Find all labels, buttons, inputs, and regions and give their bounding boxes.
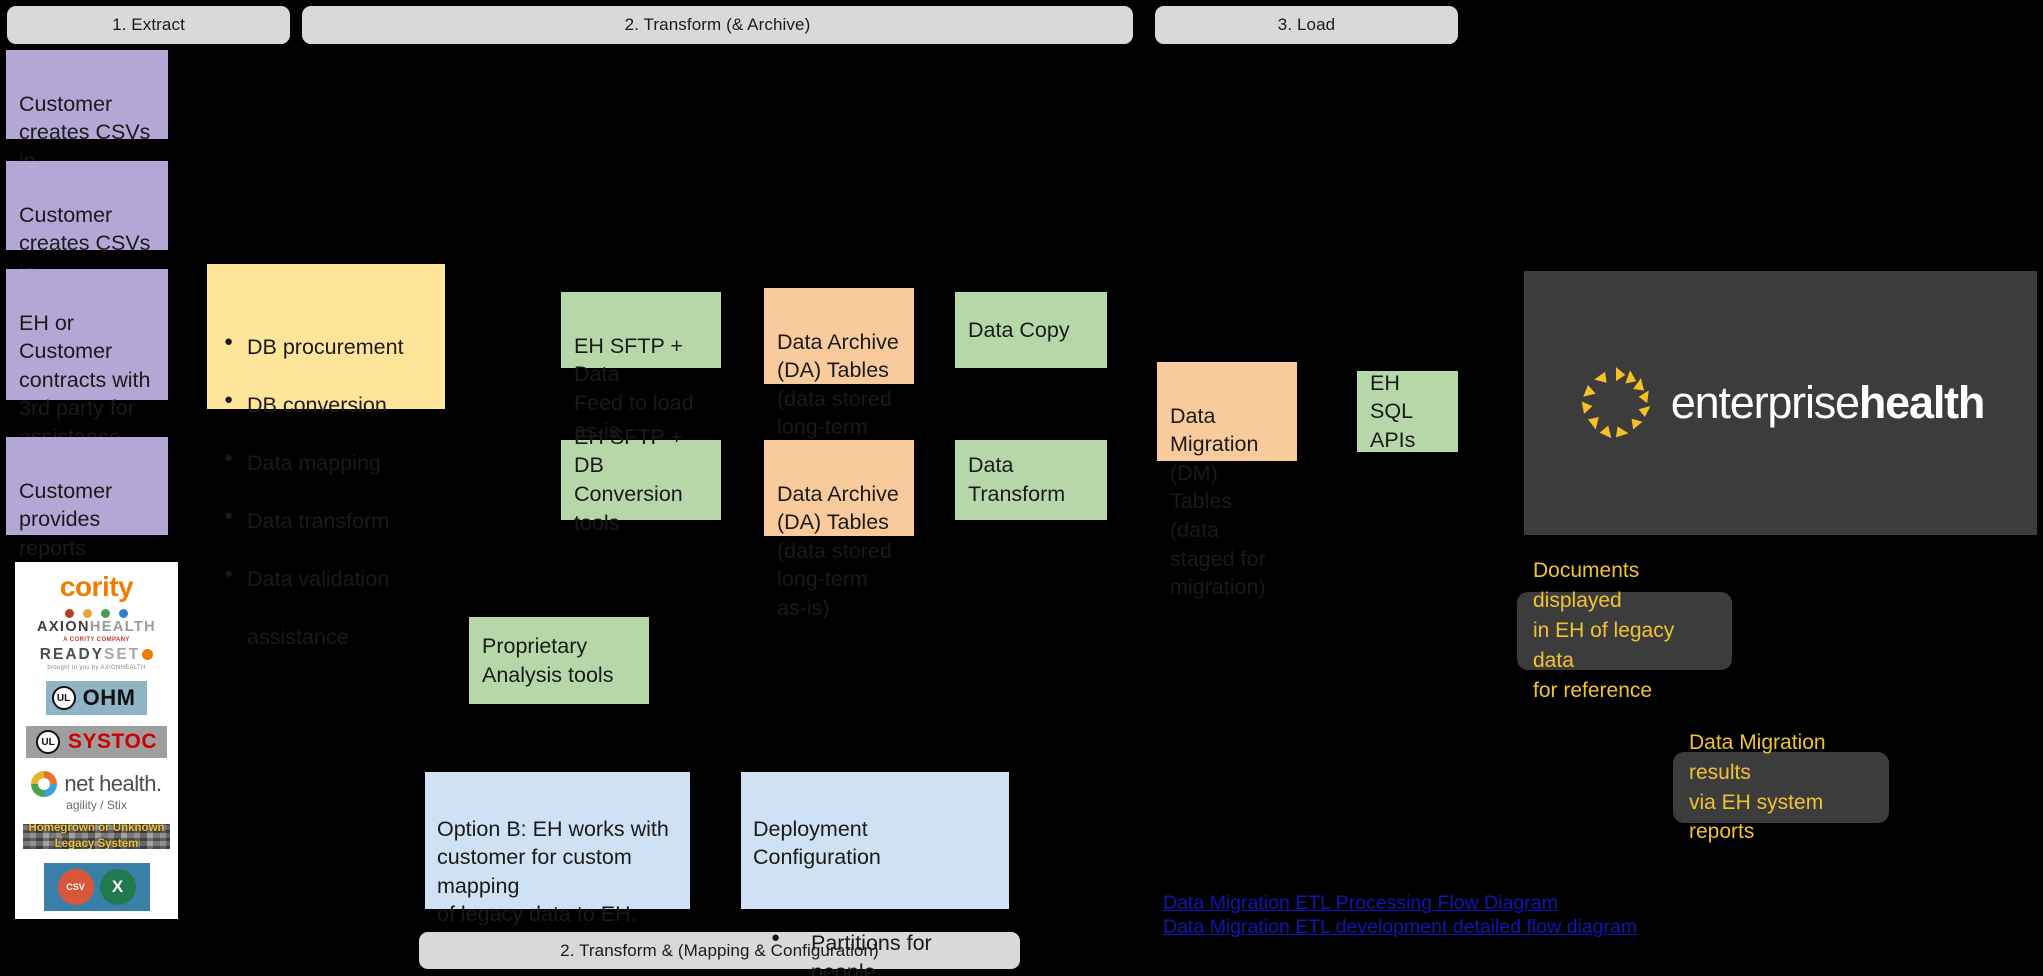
node-dm-tables-text: Data Migration (DM) Tables (data staged … bbox=[1170, 403, 1266, 600]
node-proprietary-analysis-tools-text: Proprietary Analysis tools bbox=[482, 633, 614, 687]
legacy-photo-caption: Homegrown or Unknown Legacy System bbox=[28, 824, 165, 849]
node-data-copy[interactable]: Data Copy bbox=[955, 292, 1107, 368]
node-legacy-backup[interactable]: Customer provides reports or backup of L… bbox=[6, 437, 168, 646]
deployment-list: Partitions for people Observations Healt… bbox=[753, 900, 997, 976]
card-documents-displayed-text: Documents displayed in EH of legacy data… bbox=[1533, 559, 1675, 702]
node-data-archive-2[interactable]: Data Archive (DA) Tables (data stored lo… bbox=[764, 440, 914, 620]
phase-bar-load-label: 3. Load bbox=[1277, 15, 1336, 34]
file-format-icons: CSV X bbox=[43, 863, 150, 911]
net-health-ring-icon bbox=[31, 771, 58, 797]
systoc-wordmark: SYSTOC bbox=[68, 730, 157, 753]
legacy-vendor-logo-collage: cority AXIONHEALTH A CORITY COMPANY READ… bbox=[15, 562, 178, 919]
node-eh-sql-apis[interactable]: EH SQL APIs bbox=[1357, 371, 1458, 452]
axion-dots-icon bbox=[65, 609, 128, 618]
node-sftp-data-feed[interactable]: EH SFTP + Data Feed to load as-is bbox=[561, 292, 721, 443]
readyset-bold: READY bbox=[39, 645, 105, 663]
enterprise-health-banner: enterprisehealth bbox=[1524, 271, 2037, 535]
node-deployment-configuration[interactable]: Deployment Configuration Partitions for … bbox=[741, 772, 1009, 976]
phase-bar-extract-label: 1. Extract bbox=[112, 15, 185, 34]
node-dm-tables[interactable]: Data Migration (DM) Tables (data staged … bbox=[1157, 362, 1297, 599]
excel-file-icon: X bbox=[99, 869, 136, 905]
etl-service-item: Data mapping bbox=[217, 448, 435, 478]
axion-bold: AXION bbox=[36, 619, 90, 635]
card-documents-displayed[interactable]: Documents displayed in EH of legacy data… bbox=[1517, 559, 1732, 702]
phase-bar-transform[interactable]: 2. Transform (& Archive) bbox=[302, 6, 1133, 44]
brand-word-light: enterprise bbox=[1670, 377, 1860, 428]
readyset-light: SET bbox=[104, 645, 141, 663]
node-data-transform[interactable]: Data Transform bbox=[955, 440, 1107, 520]
card-dm-results-text: Data Migration results via EH system rep… bbox=[1689, 730, 1826, 844]
axion-light: HEALTH bbox=[89, 619, 157, 635]
etl-service-item: DB conversion bbox=[217, 390, 435, 420]
ohm-wordmark: OHM bbox=[82, 685, 136, 710]
ul-certification-icon: UL bbox=[51, 686, 76, 710]
readyset-dot-icon bbox=[142, 648, 154, 660]
etl-service-item-continuation: assistance bbox=[247, 625, 349, 650]
vendor-ul-ohm: UL OHM bbox=[45, 681, 148, 715]
node-data-archive-1[interactable]: Data Archive (DA) Tables (data stored lo… bbox=[764, 288, 914, 468]
node-eh-sql-apis-text: EH SQL APIs bbox=[1370, 370, 1416, 452]
option-b-list: CVX codes Observations bbox=[437, 958, 678, 976]
node-sftp-db-conversion[interactable]: EH SFTP + DB Conversion tools bbox=[561, 425, 721, 535]
node-data-transform-text: Data Transform bbox=[968, 453, 1066, 506]
vendor-ul-systoc: UL SYSTOC bbox=[26, 726, 167, 758]
phase-bar-transform-label: 2. Transform (& Archive) bbox=[624, 15, 811, 34]
link-processing-flow-diagram[interactable]: Data Migration ETL Processing Flow Diagr… bbox=[1163, 892, 1558, 914]
etl-service-item: DB procurement bbox=[217, 332, 435, 362]
node-option-b[interactable]: Option B: EH works with customer for cus… bbox=[425, 772, 690, 926]
enterprise-health-wordmark: enterprisehealth bbox=[1670, 377, 1986, 429]
readyset-tagline: brought to you by AXIONHEALTH bbox=[47, 665, 146, 671]
node-csv-frontend[interactable]: Customer creates CSVs in EH (front-end) … bbox=[6, 50, 168, 230]
deployment-lead: Deployment Configuration bbox=[753, 816, 881, 870]
axion-tagline: A CORITY COMPANY bbox=[63, 636, 130, 643]
etl-service-item: Data transform bbox=[217, 506, 435, 536]
enterprise-health-sun-logo-icon bbox=[1577, 364, 1655, 442]
vendor-axion-health: AXIONHEALTH A CORITY COMPANY bbox=[19, 609, 174, 643]
node-proprietary-analysis-tools[interactable]: Proprietary Analysis tools bbox=[469, 617, 649, 704]
vendor-cority: cority bbox=[19, 568, 174, 605]
card-dm-results[interactable]: Data Migration results via EH system rep… bbox=[1673, 731, 1889, 843]
vendor-net-health: net health. agility / Stix bbox=[19, 762, 174, 812]
cority-wordmark: cority bbox=[59, 571, 134, 602]
csv-file-icon: CSV bbox=[57, 869, 94, 905]
net-health-wordmark: net health. bbox=[64, 771, 162, 796]
net-health-tagline: agility / Stix bbox=[66, 798, 127, 812]
ul-certification-icon-2: UL bbox=[36, 730, 61, 754]
axion-wordmark: AXIONHEALTH bbox=[37, 620, 156, 635]
brand-word-bold: health bbox=[1858, 377, 1986, 428]
node-etl-services[interactable]: DB procurement DB conversion Data mappin… bbox=[207, 264, 445, 649]
deployment-item: Partitions for people bbox=[753, 928, 997, 976]
node-third-party-etl[interactable]: EH or Customer contracts with 3rd party … bbox=[6, 269, 168, 506]
legacy-mainframe-photo: Homegrown or Unknown Legacy System bbox=[22, 824, 171, 849]
node-data-copy-text: Data Copy bbox=[968, 317, 1070, 342]
phase-bar-load[interactable]: 3. Load bbox=[1155, 6, 1458, 44]
node-data-archive-2-text: Data Archive (DA) Tables (data stored lo… bbox=[777, 481, 899, 620]
node-sftp-data-feed-text: EH SFTP + Data Feed to load as-is bbox=[574, 333, 694, 444]
etl-service-item: Data validation bbox=[217, 564, 435, 594]
node-sftp-db-conversion-text: EH SFTP + DB Conversion tools bbox=[574, 424, 683, 535]
etl-services-list: DB procurement DB conversion Data mappin… bbox=[217, 305, 435, 682]
phase-bar-extract[interactable]: 1. Extract bbox=[7, 6, 290, 44]
link-detailed-flow-diagram[interactable]: Data Migration ETL development detailed … bbox=[1163, 916, 1638, 938]
option-b-lead: Option B: EH works with customer for cus… bbox=[437, 816, 669, 927]
node-csv-sql[interactable]: Customer creates CSVs in EH (SQL) API fo… bbox=[6, 161, 168, 341]
